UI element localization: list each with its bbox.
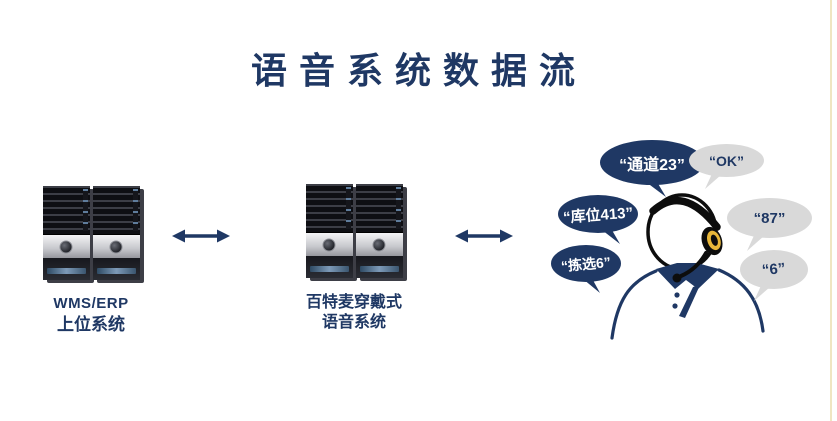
microphone-tip — [672, 273, 682, 283]
server-logo-band — [305, 232, 353, 257]
speech-bubble-location: “库位413” — [558, 195, 638, 244]
server-drive-bay — [355, 256, 403, 278]
page-title: 语 音 系 统 数 据 流 — [250, 50, 576, 91]
slide-edge-line — [830, 0, 832, 421]
server-vents — [92, 186, 140, 235]
server-vents — [305, 184, 353, 233]
server-logo-band — [42, 234, 90, 259]
server-group-voice: 百特麦穿戴式 语音系统 — [294, 184, 414, 333]
speech-bubble-text: “6” — [761, 260, 787, 279]
server-vents — [42, 186, 90, 235]
bidirectional-arrow-icon — [455, 229, 513, 243]
server-drive-bay — [305, 256, 353, 278]
server-tower-pair-icon — [42, 186, 140, 280]
server-tower-icon — [305, 184, 353, 278]
speech-bubble-text: “87” — [753, 209, 786, 227]
server-tower-icon — [42, 186, 90, 280]
wms-label-line1: WMS/ERP — [53, 295, 129, 312]
headset-band — [649, 196, 721, 231]
speech-bubble-pick: “拣选6” — [551, 245, 621, 293]
speech-bubble-87: “87” — [727, 198, 812, 251]
speech-bubble-channel: “通道23” — [600, 140, 704, 197]
shirt-button — [672, 303, 678, 309]
server-drive-bay — [92, 258, 140, 280]
server-tower-icon — [355, 184, 403, 278]
speech-bubble-text: “拣选6” — [560, 253, 612, 274]
operator-left-shoulder — [610, 269, 658, 340]
server-tower-icon — [92, 186, 140, 280]
server-vents — [355, 184, 403, 233]
server-drive-bay — [42, 258, 90, 280]
voice-label-line1: 百特麦穿戴式 — [305, 294, 402, 311]
wms-label: WMS/ERP 上位系统 — [53, 295, 128, 335]
bidirectional-arrow-icon — [172, 229, 230, 243]
server-logo-band — [92, 234, 140, 259]
speech-bubble-6: “6” — [740, 250, 808, 301]
speech-bubble-ok: “OK” — [689, 144, 764, 189]
operator-collar — [656, 263, 719, 289]
voice-label-line2: 语音系统 — [321, 314, 386, 331]
server-logo-band — [355, 232, 403, 257]
server-tower-pair-icon — [305, 184, 403, 278]
headset-earcup — [701, 226, 723, 256]
wms-label-line2: 上位系统 — [56, 314, 125, 334]
speech-bubble-text: “OK” — [709, 152, 744, 169]
shirt-button — [674, 292, 680, 298]
speech-bubble-text: “通道23” — [619, 156, 685, 174]
speech-bubble-text: “库位413” — [562, 204, 634, 226]
voice-system-label: 百特麦穿戴式 语音系统 — [306, 293, 402, 333]
operator-right-shoulder — [717, 268, 765, 333]
operator-placket — [679, 285, 700, 318]
headset-microphone — [679, 251, 708, 278]
operator-with-headset-icon — [610, 193, 765, 340]
server-group-wms: WMS/ERP 上位系统 — [36, 186, 146, 335]
